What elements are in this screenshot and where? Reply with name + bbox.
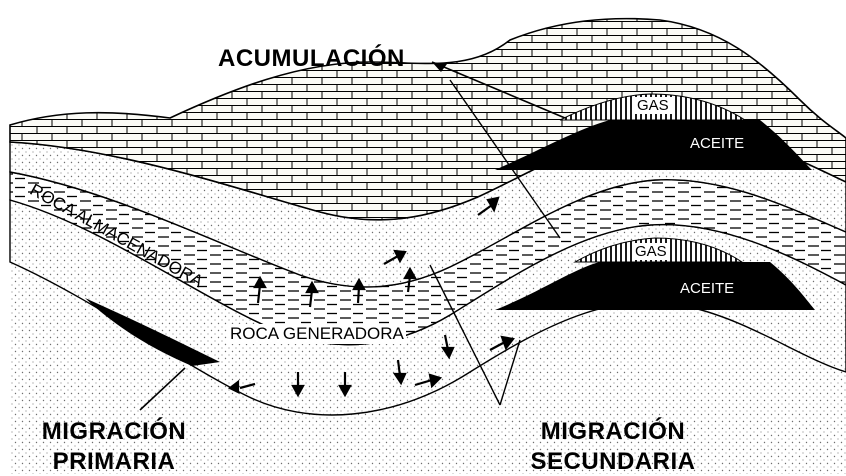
label-migracion-primaria-line1: MIGRACIÓN [34,418,194,446]
label-aceite-upper: ACEITE [690,135,744,152]
label-roca-generadora: ROCA GENERADORA [228,324,406,344]
label-migracion-secundaria-line2: SECUNDARIA [528,448,698,476]
label-migracion-secundaria-line1: MIGRACIÓN [528,418,698,446]
label-migracion-primaria-line2: PRIMARIA [34,448,194,476]
label-acumulacion: ACUMULACIÓN [218,45,405,73]
label-gas-lower: GAS [632,243,670,260]
label-gas-upper: GAS [634,97,672,114]
label-aceite-lower: ACEITE [680,280,734,297]
